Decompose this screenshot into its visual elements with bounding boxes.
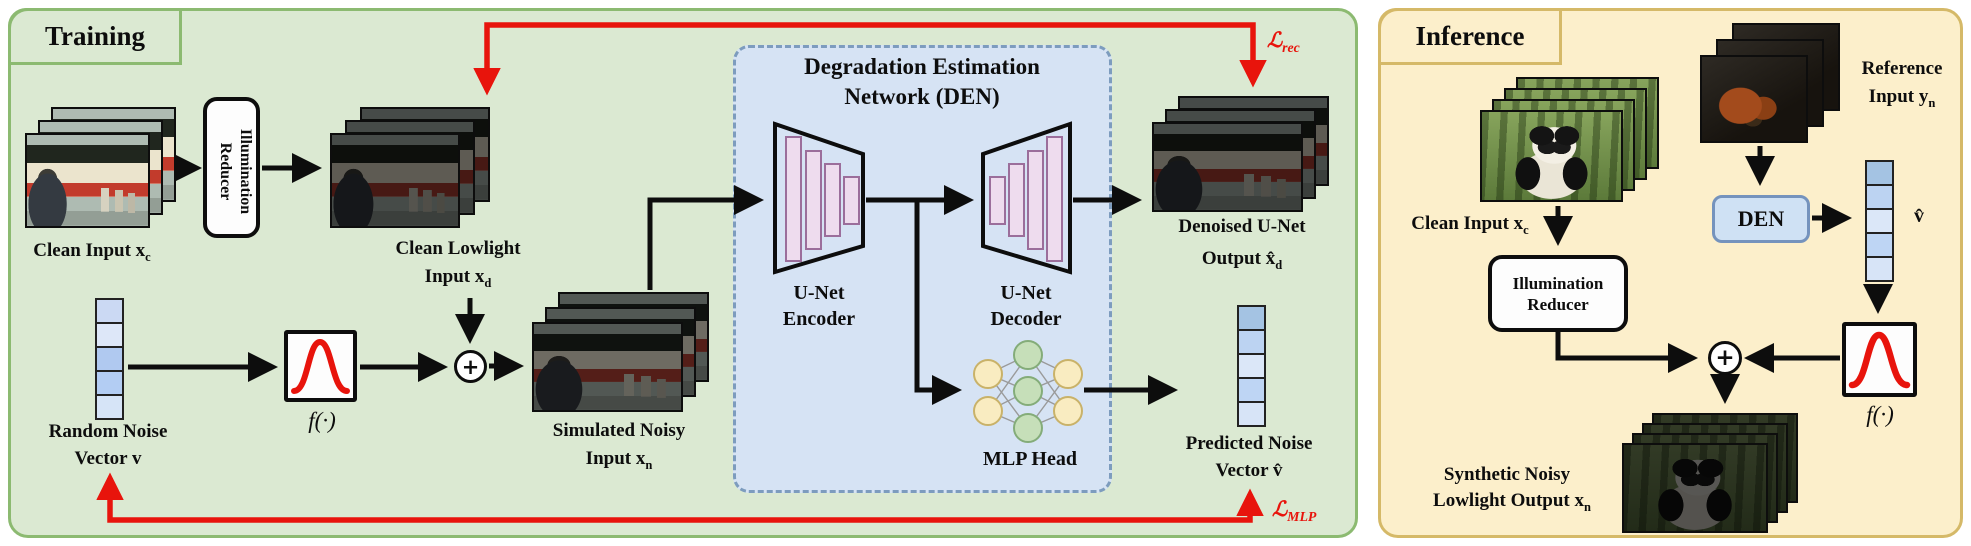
training-arrows bbox=[128, 153, 1178, 405]
add-operator-icon-inference: + bbox=[1708, 341, 1742, 375]
loss-rec-label: ℒrec bbox=[1267, 28, 1300, 56]
unet-encoder-shape bbox=[773, 121, 865, 275]
inference-clean-input-label: Clean Input xc bbox=[1411, 213, 1529, 237]
stack-frame bbox=[1700, 55, 1808, 143]
stack-frame bbox=[25, 133, 150, 228]
unet-decoder-shape bbox=[981, 121, 1072, 275]
training-title: Training bbox=[44, 21, 146, 51]
training-panel bbox=[8, 8, 1358, 538]
arrow-reducer-to-plus bbox=[1555, 330, 1698, 373]
random-noise-label-1: Random Noise bbox=[48, 421, 168, 442]
predicted-label-2: Vector v̂ bbox=[1215, 460, 1283, 481]
inference-title-box: Inference bbox=[1378, 8, 1562, 65]
reference-label-1: Reference bbox=[1861, 58, 1943, 79]
mlp-head-label: MLP Head bbox=[983, 448, 1077, 470]
noise-model-f-box-inference bbox=[1842, 322, 1917, 397]
arrow-bottleneck-to-mlp bbox=[914, 200, 962, 405]
clean-lowlight-label-1: Clean Lowlight bbox=[395, 238, 521, 259]
simulated-noisy-label-1: Simulated Noisy bbox=[552, 420, 686, 441]
illumination-reducer-box: Illumination Reducer bbox=[203, 97, 260, 238]
inference-title: Inference bbox=[1415, 21, 1525, 51]
unet-decoder-label: U-Net Decoder bbox=[990, 282, 1062, 330]
reference-label-2: Input yn bbox=[1868, 86, 1936, 110]
f-label: f(·) bbox=[308, 408, 336, 433]
estimated-noise-vector bbox=[1865, 160, 1894, 282]
random-noise-label-2: Vector v bbox=[74, 448, 142, 469]
illumination-reducer-inf-label-1: Illumination bbox=[1512, 273, 1604, 293]
loss-rec-wire bbox=[473, 22, 1267, 96]
random-noise-vector bbox=[95, 298, 124, 420]
mlp-head-shape bbox=[973, 340, 1083, 443]
f-label-inference: f(·) bbox=[1866, 402, 1894, 427]
stack-frame bbox=[1480, 110, 1623, 202]
synthetic-label-2: Lowlight Output xn bbox=[1433, 490, 1591, 514]
noise-model-f-box bbox=[284, 330, 357, 402]
training-title-box: Training bbox=[8, 8, 182, 65]
predicted-noise-vector bbox=[1237, 305, 1266, 427]
clean-input-label: Clean Input xc bbox=[33, 240, 151, 264]
den-module-box: DEN bbox=[1712, 195, 1810, 243]
illumination-reducer-inf-label-2: Reducer bbox=[1527, 294, 1589, 314]
denoised-label-1: Denoised U-Net bbox=[1178, 216, 1306, 237]
unet-encoder-label: U-Net Encoder bbox=[782, 282, 856, 330]
stack-frame bbox=[1152, 122, 1303, 212]
gaussian-curve-icon bbox=[1848, 331, 1911, 389]
synthetic-label-1: Synthetic Noisy bbox=[1443, 464, 1571, 485]
stack-frame bbox=[330, 133, 460, 228]
clean-lowlight-label-2: Input xd bbox=[424, 266, 492, 290]
arrow-noisy-to-encoder bbox=[647, 185, 764, 290]
add-operator-icon: + bbox=[454, 350, 487, 383]
den-title: Degradation Estimation Network (DEN) bbox=[804, 54, 1040, 109]
loss-mlp-wire bbox=[96, 472, 1264, 523]
stack-frame bbox=[532, 322, 683, 412]
denoised-label-2: Output x̂d bbox=[1201, 248, 1283, 272]
illumination-reducer-box-inference: Illumination Reducer bbox=[1488, 255, 1628, 332]
illumination-reducer-label-1: Illumination bbox=[237, 128, 255, 215]
illumination-reducer-label-2: Reducer bbox=[217, 142, 235, 201]
vhat-label: v̂ bbox=[1914, 205, 1924, 227]
gaussian-curve-icon bbox=[291, 338, 350, 394]
loss-mlp-label: ℒMLP bbox=[1272, 497, 1317, 525]
stack-frame bbox=[1622, 443, 1768, 533]
simulated-noisy-label-2: Input xn bbox=[585, 448, 653, 472]
predicted-label-1: Predicted Noise bbox=[1185, 433, 1313, 454]
inference-arrows bbox=[1543, 146, 1893, 404]
